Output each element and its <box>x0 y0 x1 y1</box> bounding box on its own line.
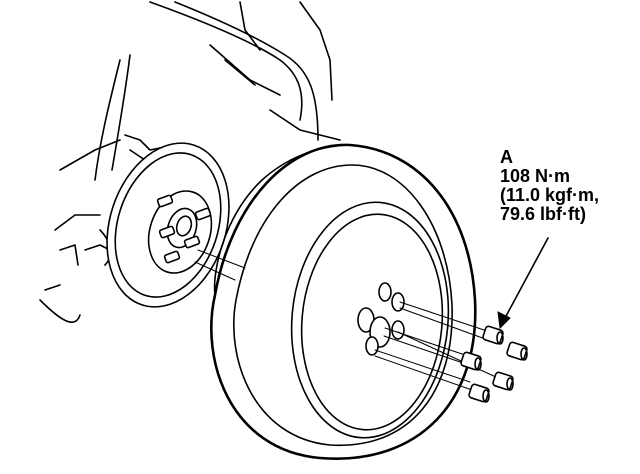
wheel-hub <box>147 190 213 274</box>
hub-studs <box>156 194 212 264</box>
torque-callout: A 108 N·m (11.0 kgf·m, 79.6 lbf·ft) <box>500 148 599 224</box>
callout-letter: A <box>500 147 513 167</box>
lug-nut <box>468 383 490 403</box>
torque-lbfft: 79.6 lbf·ft) <box>500 204 587 224</box>
lug-nuts <box>460 325 528 403</box>
lug-nut <box>460 351 482 371</box>
lug-nut <box>482 325 504 345</box>
lug-nut <box>492 371 514 391</box>
lug-nut-guide-lines <box>374 301 499 391</box>
rim-bolt-holes <box>357 282 405 356</box>
callout-arrow <box>497 237 549 330</box>
torque-kgfm: (11.0 kgf·m, <box>500 185 600 205</box>
torque-nm: 108 N·m <box>500 166 571 186</box>
wheel-rim <box>290 201 450 439</box>
tire <box>210 143 477 460</box>
fender-body <box>39 1 341 323</box>
lug-nut <box>506 341 528 361</box>
